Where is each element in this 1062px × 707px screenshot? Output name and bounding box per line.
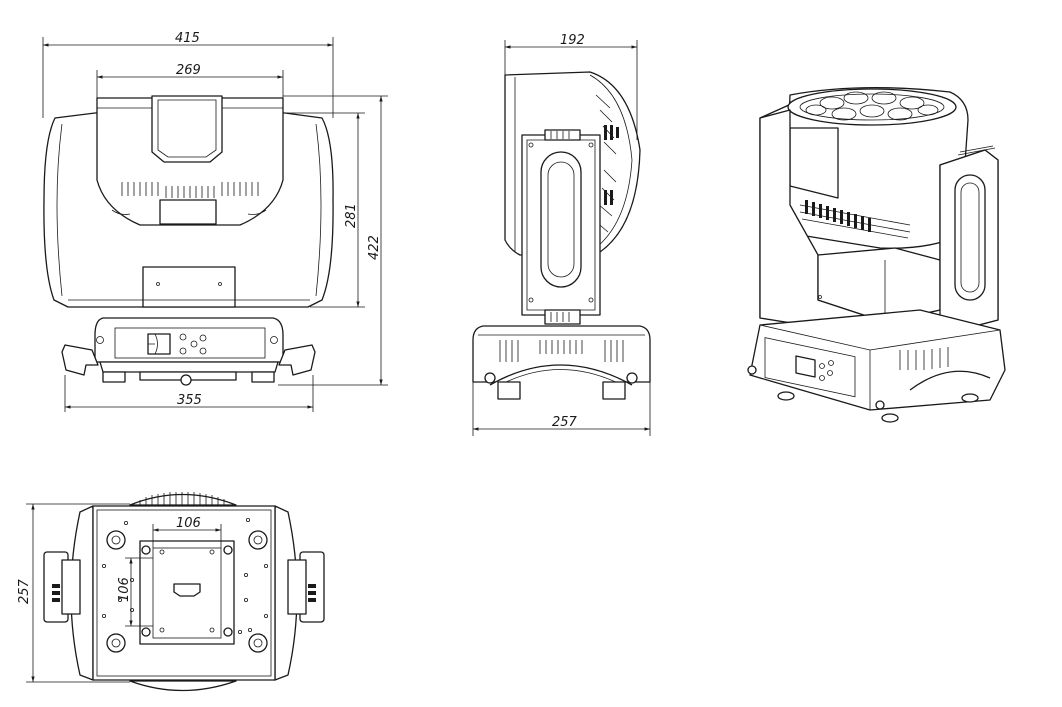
front-handle-right (278, 344, 316, 376)
front-handle-left (61, 344, 99, 376)
dim-front-base-width-label: 355 (177, 393, 202, 408)
iso-display (795, 355, 816, 378)
isometric-view (747, 87, 1006, 423)
dim-front-head-width-label: 269 (176, 63, 201, 78)
side-view: 192 257 (472, 33, 651, 436)
dim-side-depth-label: 192 (560, 33, 585, 48)
bottom-dimensions (26, 503, 222, 683)
front-head-vents (121, 182, 259, 198)
dim-bottom-depth-label: 257 (17, 578, 32, 604)
front-neck (142, 266, 236, 308)
dim-bottom-mount-width-label: 106 (176, 516, 201, 531)
front-dimensions (42, 37, 388, 412)
side-handle (540, 151, 582, 288)
bottom-view: 106 106 257 (17, 492, 325, 692)
front-view: 415 269 355 281 422 (42, 31, 388, 412)
dim-bottom-mount-height-label: 106 (117, 577, 132, 602)
iso-handle (954, 174, 986, 301)
side-dimensions (472, 40, 651, 436)
bottom-mount-slot (173, 583, 201, 597)
iso-lenses (805, 91, 939, 121)
iso-lens-ring (787, 88, 957, 126)
dim-front-width-label: 415 (175, 31, 200, 46)
dim-side-base-width-label: 257 (552, 415, 578, 430)
iso-vents (799, 200, 911, 239)
dim-front-yoke-height-label: 281 (344, 203, 359, 228)
side-base-arch (489, 364, 633, 386)
front-base (94, 317, 284, 363)
dim-front-total-height-label: 422 (367, 235, 382, 260)
